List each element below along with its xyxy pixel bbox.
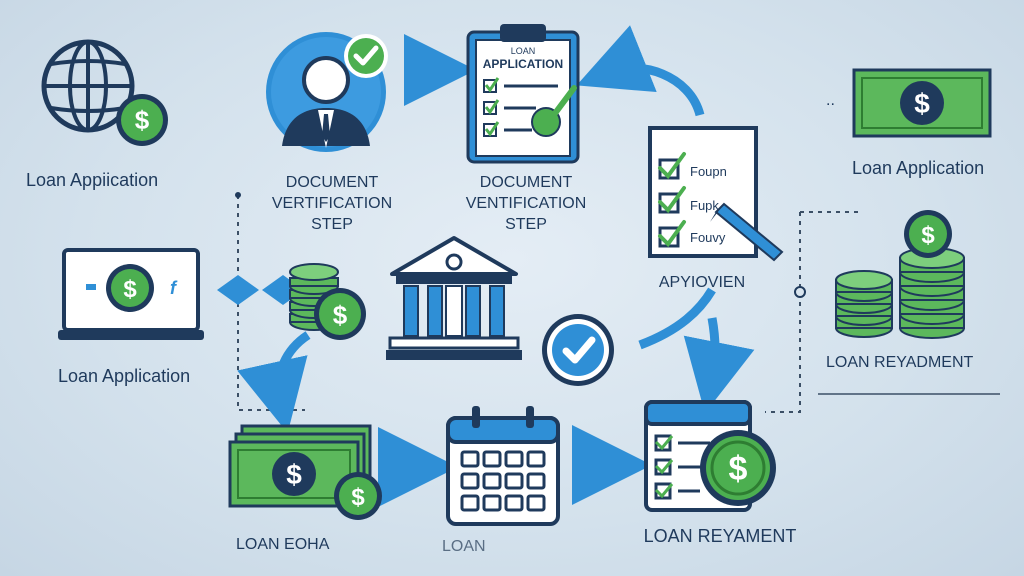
- repayment-schedule-icon: $: [644, 400, 776, 512]
- dollar-sign: $: [921, 222, 935, 249]
- clipboard-caption: DOCUMENT VENTIFICATION STEP: [446, 172, 606, 235]
- person-verified-icon: [266, 32, 388, 152]
- dashed-connector-right: [765, 211, 860, 413]
- cash-bills-icon: $ $: [228, 424, 382, 520]
- globe-icon: $: [41, 39, 168, 146]
- topright-caption: Loan Application: [852, 158, 985, 178]
- clipboard-caption-line3: STEP: [505, 216, 547, 233]
- person-node: [262, 28, 392, 158]
- person-caption: DOCUMENT VERTIFICATION STEP: [258, 172, 406, 235]
- form-line-3: Fouvy: [690, 230, 726, 245]
- coin-stack-node: $: [286, 258, 376, 348]
- coin-stacks-icon: $: [835, 210, 965, 339]
- arrow-diamond-left: [217, 275, 259, 305]
- dollar-sign: $: [729, 450, 748, 488]
- arrow-coins-to-bills: [237, 331, 311, 434]
- coin-stack-icon: $: [289, 263, 366, 340]
- arrow-approval-to-clipboard: [576, 25, 705, 117]
- person-caption-line2: VERTIFICATION: [271, 195, 393, 212]
- clipboard-caption-line2: VENTIFICATION: [465, 195, 587, 212]
- dots-mark: ..: [826, 92, 835, 109]
- dollar-sign: $: [123, 276, 137, 303]
- laptop-node: $ f: [58, 246, 208, 346]
- clipboard-node: LOAN APPLICATION: [462, 18, 592, 166]
- dollar-sign: $: [333, 300, 348, 330]
- person-caption-line3: STEP: [311, 216, 353, 233]
- check-circle-node: [540, 312, 620, 392]
- globe-caption: Loan Appiication: [26, 170, 159, 190]
- clipboard-caption-line1: DOCUMENT: [479, 174, 573, 191]
- dollar-sign: $: [351, 484, 365, 511]
- approval-form-node: Foupn Fupk Fouvy: [646, 124, 796, 264]
- calendar-icon: [446, 406, 560, 526]
- money-bill-icon: $: [852, 68, 992, 138]
- money-bill-node: $: [852, 68, 992, 140]
- cash-bills-node: $ $: [228, 424, 388, 524]
- dollar-sign: $: [286, 459, 302, 490]
- person-caption-line1: DOCUMENT: [285, 174, 379, 191]
- bank-icon: [386, 236, 522, 360]
- arrow-form-to-repayment: [683, 317, 755, 414]
- coins-right-caption: LOAN REYADMENT: [826, 354, 974, 371]
- approval-caption: APYIOVIEN: [658, 274, 746, 291]
- clipboard-title-top: LOAN: [511, 46, 536, 56]
- form-line-2: Fupk: [690, 198, 719, 213]
- clipboard-checklist-icon: LOAN APPLICATION: [466, 24, 580, 164]
- checkmark-circle-icon: [542, 314, 614, 386]
- coin-stacks-node: $: [828, 206, 978, 346]
- laptop-caption: Loan Application: [58, 366, 191, 386]
- calendar-caption: LOAN: [442, 538, 486, 555]
- dollar-sign: $: [914, 88, 930, 119]
- repayment-node: $: [640, 396, 780, 516]
- globe-node: $: [28, 28, 178, 158]
- approval-form-icon: Foupn Fupk Fouvy: [648, 126, 784, 262]
- clipboard-title: APPLICATION: [483, 57, 563, 71]
- laptop-mark: f: [170, 278, 178, 298]
- repayment-caption: LOAN REYAMENT: [643, 526, 797, 546]
- form-line-1: Foupn: [690, 164, 727, 179]
- laptop-dollar-icon: $ f: [58, 248, 204, 340]
- bank-node: [386, 234, 522, 364]
- dollar-sign: $: [135, 105, 150, 135]
- arrow-check-to-form: [638, 287, 716, 350]
- bills-caption: LOAN EOHA: [236, 536, 330, 553]
- calendar-node: [444, 404, 562, 528]
